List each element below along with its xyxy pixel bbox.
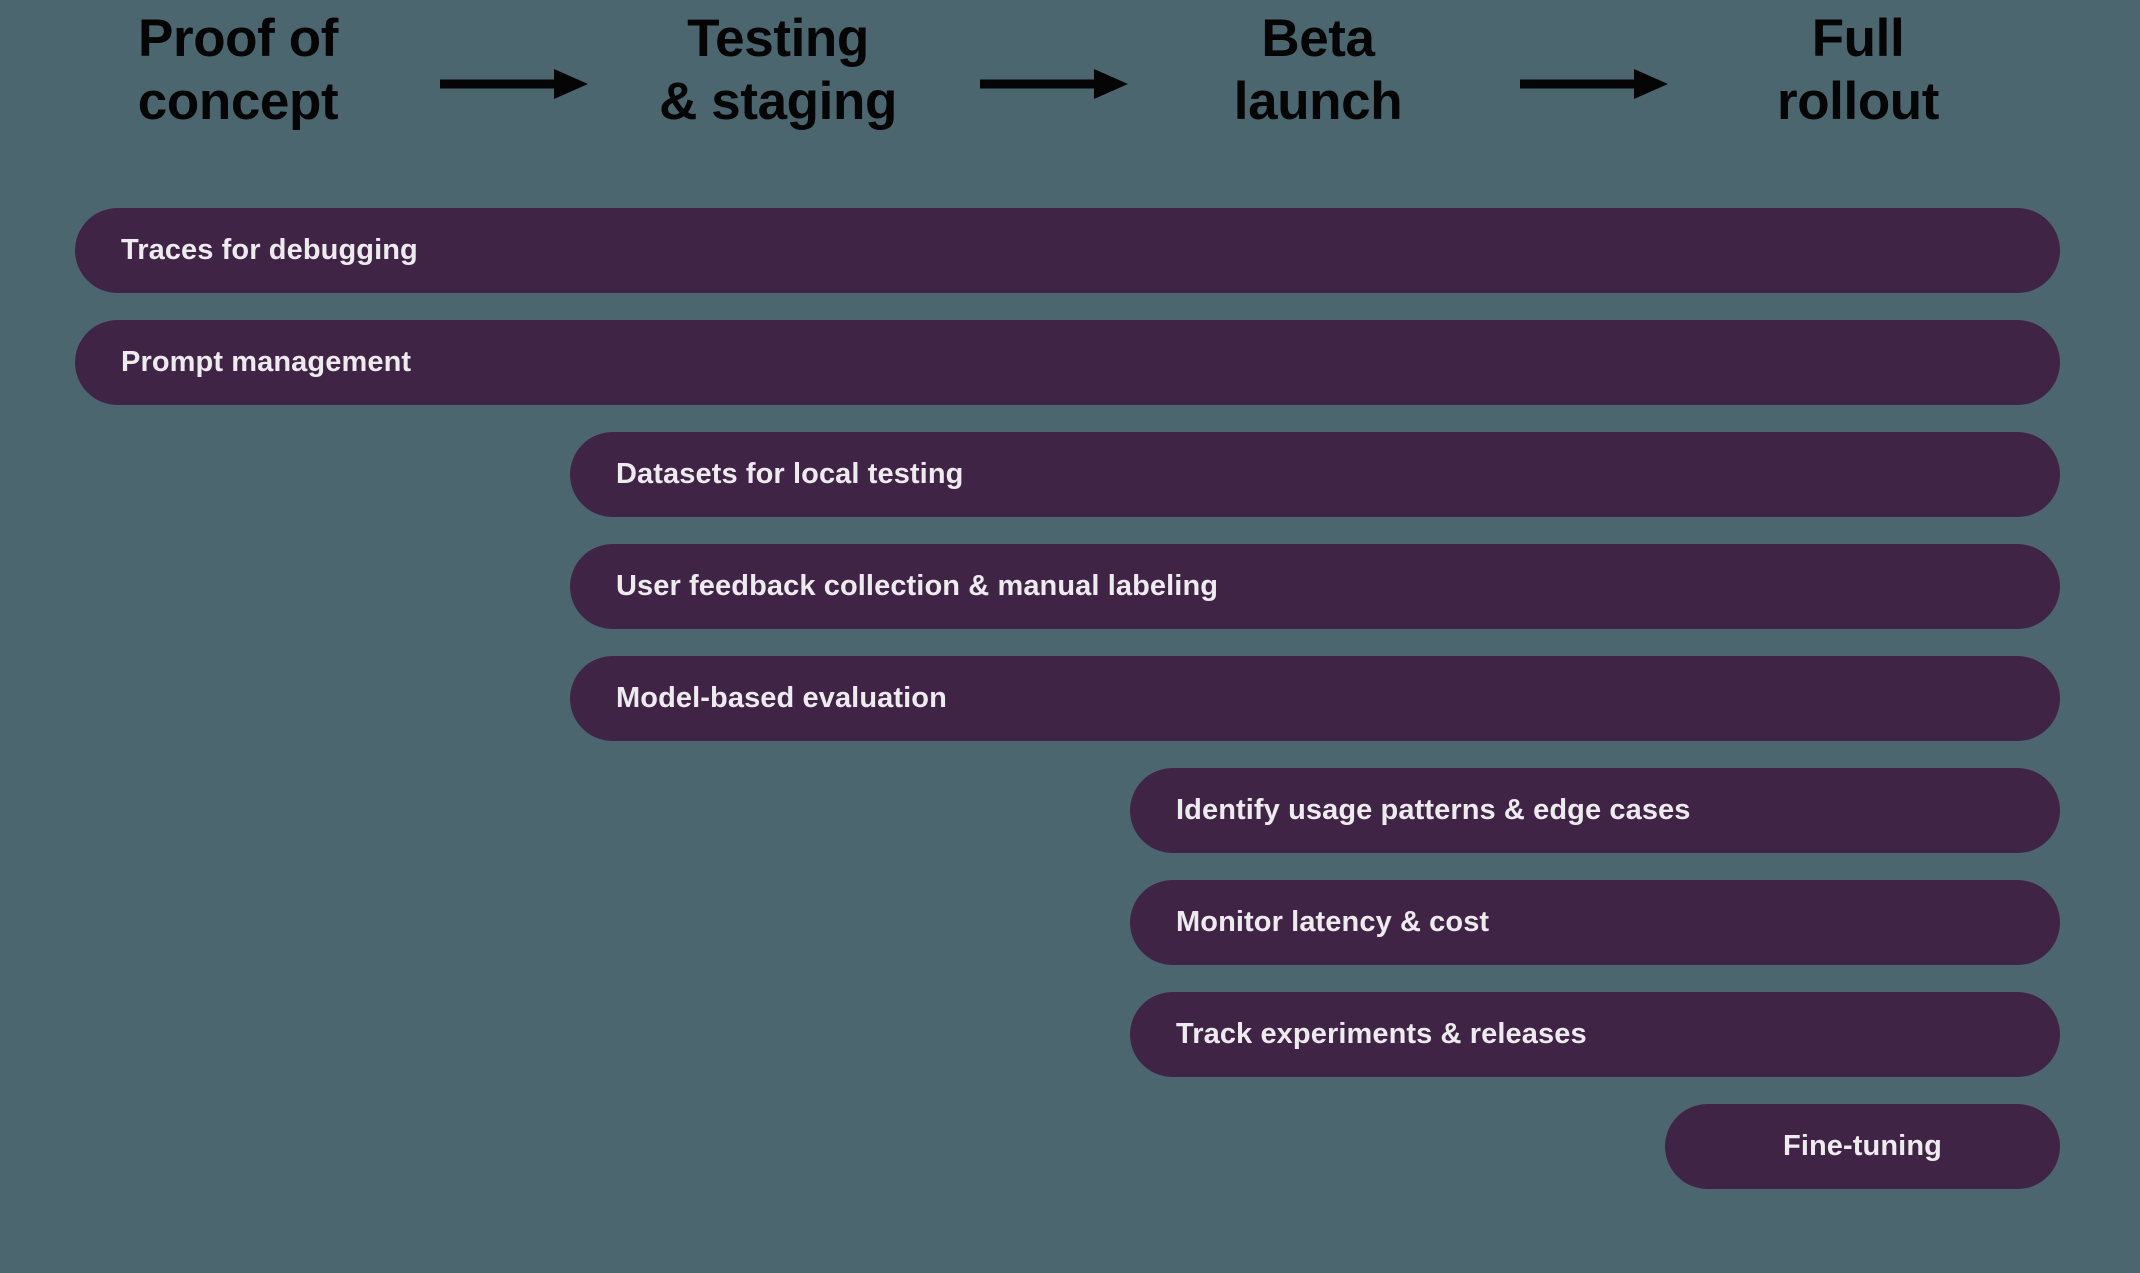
capability-pill-label: Prompt management <box>121 346 412 378</box>
capability-pill-label: Traces for debugging <box>121 234 418 266</box>
stage-label-line2: launch <box>1233 71 1403 131</box>
stage-transition-arrow-icon <box>440 68 588 100</box>
capability-pill-track-experiments-and-releases[interactable]: Track experiments & releases <box>1130 992 2060 1077</box>
capability-pill-traces-for-debugging[interactable]: Traces for debugging <box>75 208 2060 293</box>
stage-transition-arrow-icon <box>980 68 1128 100</box>
capability-pill-label: Identify usage patterns & edge cases <box>1176 794 1691 826</box>
capability-pill-label: Monitor latency & cost <box>1176 906 1490 938</box>
capability-pill-user-feedback-collection-and-manual-labeling[interactable]: User feedback collection & manual labeli… <box>570 544 2060 629</box>
stage-label-line1: Proof of <box>138 9 338 68</box>
capability-pill-label: Track experiments & releases <box>1176 1018 1587 1050</box>
stage-transition-arrow-icon <box>1520 68 1668 100</box>
stage-label-line1: Testing <box>687 9 869 68</box>
stage-label-line1: Beta <box>1261 9 1375 68</box>
capability-pill-identify-usage-patterns-and-edge-cases[interactable]: Identify usage patterns & edge cases <box>1130 768 2060 853</box>
capability-pill-model-based-evaluation[interactable]: Model-based evaluation <box>570 656 2060 741</box>
capability-pill-label: Fine-tuning <box>1783 1130 1942 1162</box>
stage-label-line1: Full <box>1811 9 1905 68</box>
stage-label-testing-and-staging: Testing& staging <box>558 8 998 133</box>
stage-label-line2: rollout <box>1776 71 1940 131</box>
capability-pill-fine-tuning[interactable]: Fine-tuning <box>1665 1104 2060 1189</box>
stage-label-line2: & staging <box>659 71 897 131</box>
capability-pill-monitor-latency-and-cost[interactable]: Monitor latency & cost <box>1130 880 2060 965</box>
capability-pill-prompt-management[interactable]: Prompt management <box>75 320 2060 405</box>
capability-pill-datasets-for-local-testing[interactable]: Datasets for local testing <box>570 432 2060 517</box>
capability-pill-label: Datasets for local testing <box>616 458 964 490</box>
stage-label-line2: concept <box>137 71 339 131</box>
capability-pill-label: User feedback collection & manual labeli… <box>616 570 1219 602</box>
capability-pill-label: Model-based evaluation <box>616 682 947 714</box>
